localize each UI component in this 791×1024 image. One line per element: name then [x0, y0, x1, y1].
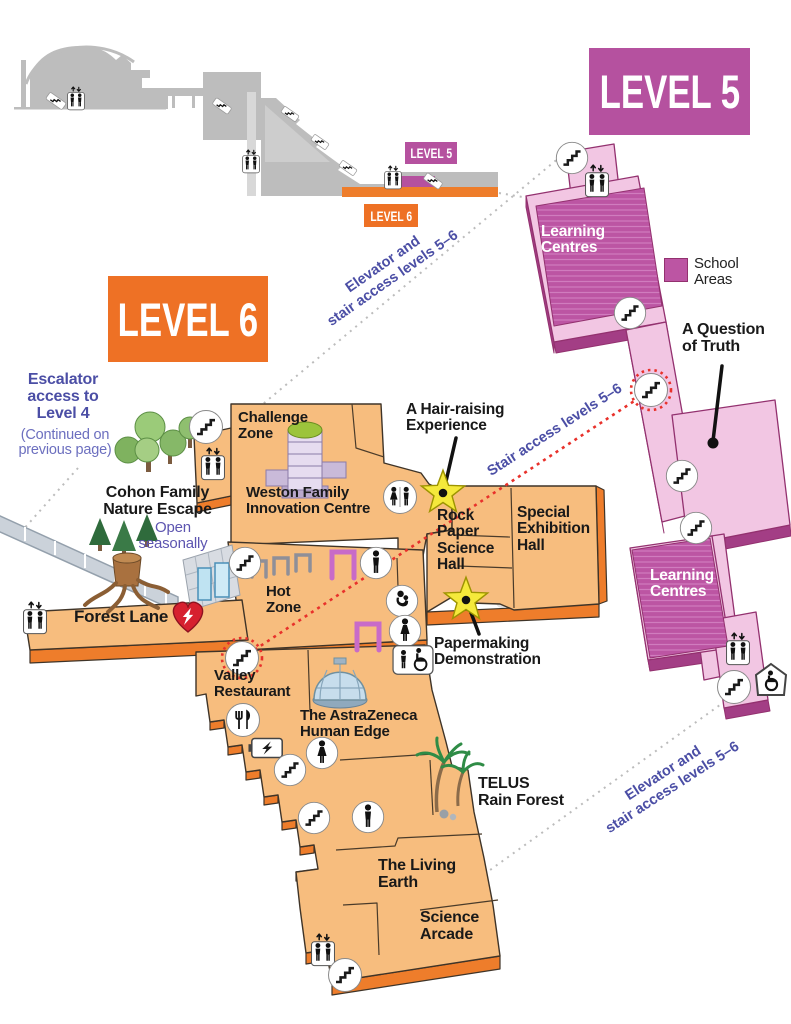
- level6-floor-plan: [23, 403, 608, 996]
- weston-label: Weston Family Innovation Centre: [246, 484, 371, 517]
- stairs-icon: [555, 141, 589, 175]
- challenge-tower-illustration: [265, 421, 347, 499]
- access-dotted-lines: [13, 151, 739, 973]
- science-arcade-label: Science Arcade: [420, 909, 480, 943]
- school-areas-label: School Areas: [694, 255, 739, 288]
- stairs-icon: [273, 753, 307, 787]
- question-of-truth-label: A Question of Truth: [682, 321, 765, 355]
- living-earth-label: The Living Earth: [378, 857, 457, 891]
- tree-stump-illustration: [83, 552, 170, 614]
- elevator-icon: [385, 166, 402, 189]
- stairs-icon: [613, 296, 647, 330]
- forest-lane-label: Forest Lane: [74, 607, 169, 626]
- open-seasonally-label: Open seasonally: [138, 519, 208, 552]
- stairs-icon: [297, 801, 331, 835]
- learning-centres-bottom-label: Learning Centres: [650, 567, 714, 601]
- hot-zone-label: Hot Zone: [266, 583, 302, 616]
- accessible-washroom-icon: [393, 646, 433, 675]
- papermaking-label: Papermaking Demonstration: [434, 635, 541, 669]
- woman-washroom-icon: [389, 615, 420, 646]
- rainforest-palms-illustration: [415, 736, 485, 821]
- level6-small-badge-label: LEVEL 6: [370, 207, 412, 224]
- level5-floor-plan: [525, 143, 791, 720]
- level5-large-badge: LEVEL 5: [589, 48, 750, 135]
- question-of-truth-block: [671, 399, 791, 546]
- charging-station-icon: [247, 737, 283, 759]
- stairs-icon: [228, 546, 262, 580]
- cohon-label: Cohon Family Nature Escape: [103, 484, 212, 518]
- level5-large-badge-label: LEVEL 5: [599, 65, 740, 118]
- pine-trees-illustration: [89, 514, 158, 557]
- rock-paper-label: Rock Paper Science Hall: [437, 507, 495, 574]
- astrazeneca-label: The AstraZeneca Human Edge: [300, 707, 418, 740]
- baby-care-icon: [385, 584, 419, 618]
- skylight-illustration: [182, 544, 241, 611]
- cohon-trees-illustration: [114, 411, 202, 472]
- question-of-truth-dot: [707, 437, 719, 449]
- stairs-icon: [716, 669, 752, 705]
- building-cross-section: [14, 45, 498, 197]
- cross-section-level6-strip: [342, 187, 498, 197]
- level6-large-badge: LEVEL 6: [108, 276, 268, 362]
- elevator-stair-access-line-lower: [347, 691, 739, 973]
- dome-illustration: [312, 657, 368, 709]
- elevator-icon: [24, 602, 47, 633]
- washroom-icon: [384, 481, 417, 514]
- stairs-icon: [665, 459, 699, 493]
- special-exhibition-label: Special Exhibition Hall: [517, 504, 590, 554]
- man-washroom-icon: [352, 801, 383, 832]
- man-washroom-icon: [360, 547, 391, 578]
- valley-restaurant-label: Valley Restaurant: [214, 667, 291, 700]
- learning-centres-top-label: Learning Centres: [541, 223, 605, 257]
- hot-zone-arches: [250, 549, 382, 653]
- telus-label: TELUS Rain Forest: [478, 775, 564, 809]
- elevator-stair-access-line-upper: [209, 151, 567, 449]
- school-areas-swatch: [664, 258, 688, 282]
- stairs-icon: [188, 409, 224, 445]
- hair-raising-star: [419, 468, 467, 514]
- hair-raising-label: A Hair-raising Experience: [406, 401, 505, 435]
- challenge-zone-label: Challenge Zone: [238, 409, 308, 442]
- stairs-icon: [679, 511, 713, 545]
- level6-small-badge: LEVEL 6: [364, 204, 418, 227]
- level5-small-badge-label: LEVEL 5: [410, 145, 452, 161]
- stair-access-line: [241, 390, 649, 660]
- cross-section-level5-strip: [397, 176, 435, 187]
- restaurant-icon: [225, 702, 261, 738]
- stairs-icon: [327, 957, 363, 993]
- cross-section-link-line: [498, 192, 553, 203]
- continued-label: (Continued on previous page): [18, 427, 112, 459]
- lower-wing-slab: [195, 644, 501, 983]
- level5-small-badge: LEVEL 5: [405, 142, 457, 164]
- papermaking-star: [442, 575, 490, 621]
- level6-large-badge-label: LEVEL 6: [117, 292, 259, 346]
- woman-washroom-icon: [306, 737, 337, 768]
- escalator-access-label: Escalator access to Level 4: [27, 371, 99, 422]
